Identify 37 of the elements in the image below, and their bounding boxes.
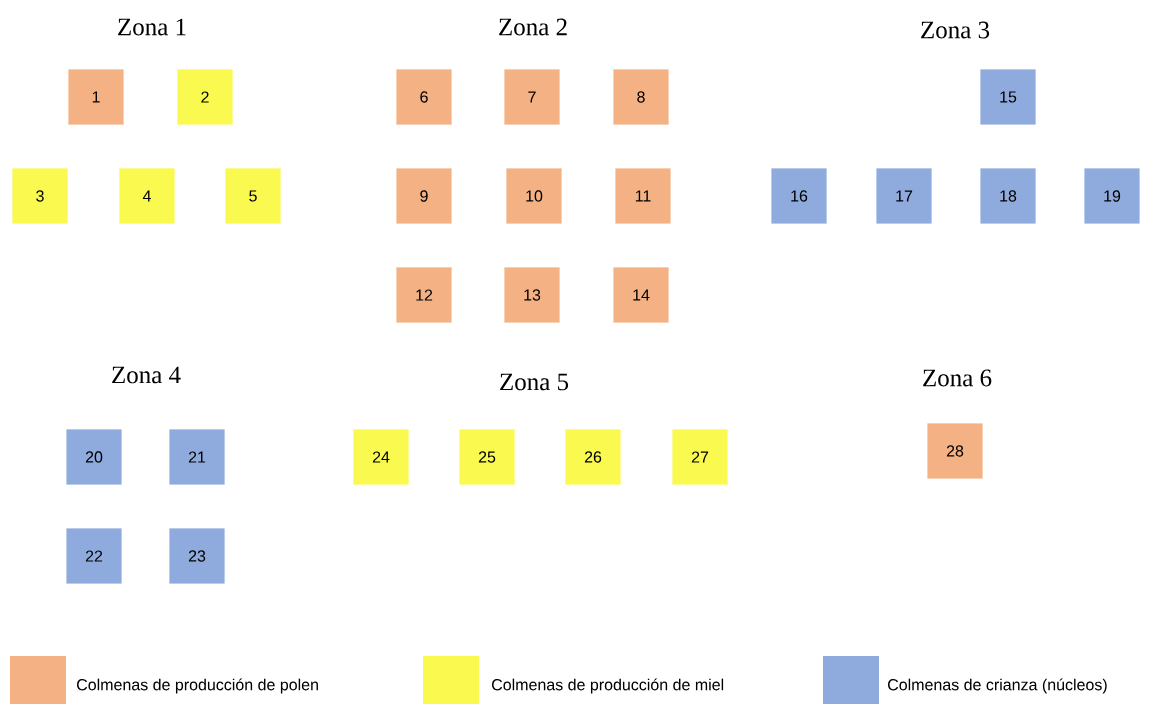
hive-box: 7 xyxy=(503,68,561,126)
hive-box: 14 xyxy=(612,266,670,324)
hive-box: 13 xyxy=(503,266,561,324)
hive-box: 24 xyxy=(352,428,410,486)
hive-box: 11 xyxy=(614,167,672,225)
hive-box: 10 xyxy=(505,167,563,225)
legend-text: Colmenas de producción de miel xyxy=(492,678,724,694)
hive-box: 6 xyxy=(395,68,453,126)
hive-box: 15 xyxy=(979,68,1037,126)
hive-box: 19 xyxy=(1083,167,1141,225)
hive-box: 4 xyxy=(118,167,176,225)
hive-box: 27 xyxy=(671,428,729,486)
legend-text: Colmenas de producción de polen xyxy=(77,678,318,694)
zone-title: Zona 3 xyxy=(921,21,990,39)
zone-title: Zona 4 xyxy=(112,366,181,384)
legend-text: Colmenas de crianza (núcleos) xyxy=(888,678,1107,694)
hive-box: 28 xyxy=(926,422,984,480)
hive-box: 5 xyxy=(224,167,282,225)
hive-box: 9 xyxy=(395,167,453,225)
zone-title: Zona 5 xyxy=(500,373,569,391)
hive-box: 18 xyxy=(979,167,1037,225)
zone-title: Zona 6 xyxy=(923,369,992,387)
hive-box: 26 xyxy=(564,428,622,486)
hive-box: 8 xyxy=(612,68,670,126)
hive-box: 23 xyxy=(168,527,226,585)
hive-box: 21 xyxy=(168,428,226,486)
zone-title: Zona 2 xyxy=(499,18,567,36)
hive-box: 22 xyxy=(65,527,123,585)
hive-box: 2 xyxy=(176,68,234,126)
hive-box: 12 xyxy=(395,266,453,324)
hive-box: 3 xyxy=(11,167,69,225)
zone-title: Zona 1 xyxy=(118,18,186,36)
hive-box: 1 xyxy=(67,68,125,126)
hive-box: 17 xyxy=(875,167,933,225)
hive-box: 20 xyxy=(65,428,123,486)
hive-box: 16 xyxy=(770,167,828,225)
hive-box: 25 xyxy=(458,428,516,486)
